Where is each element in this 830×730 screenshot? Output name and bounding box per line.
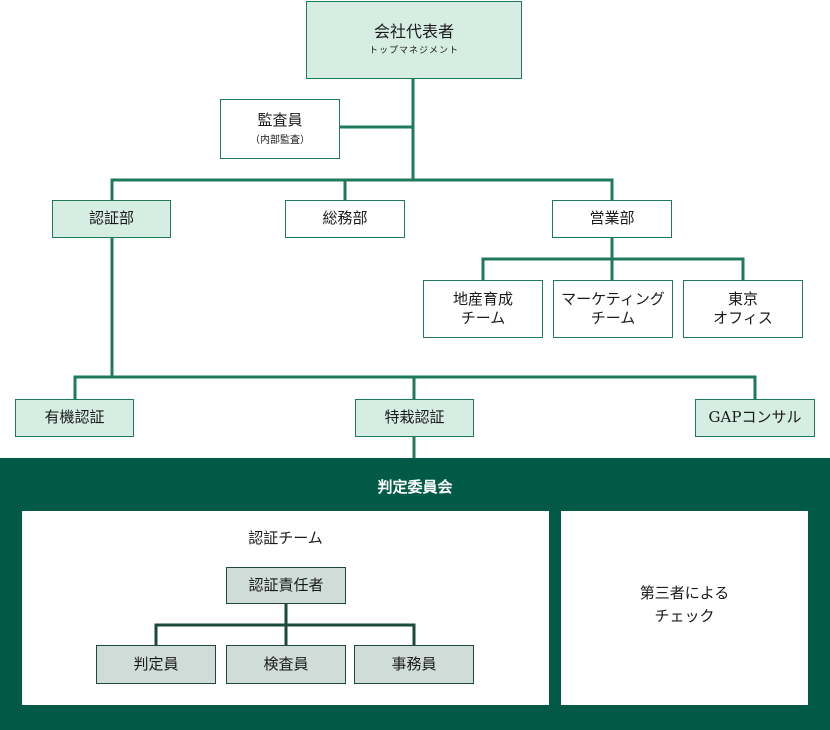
committee-title: 判定委員会 xyxy=(377,478,453,496)
member-inspector: 検査員 xyxy=(226,645,346,684)
unit-special: 特栽認証 xyxy=(355,399,474,437)
team-tokyo-line2: オフィス xyxy=(713,309,773,327)
member-clerk: 事務員 xyxy=(354,645,474,684)
third-party-panel xyxy=(561,511,808,705)
third-party-line2: チェック xyxy=(654,606,715,625)
team-marketing-line2: チーム xyxy=(590,309,636,327)
auditor-title: 監査員 xyxy=(257,111,303,130)
team-local-dev: 地産育成 チーム xyxy=(423,280,543,338)
unit-organic: 有機認証 xyxy=(15,399,134,437)
cert-lead-box: 認証責任者 xyxy=(226,567,346,604)
auditor-box: 監査員 （内部監査） xyxy=(220,99,340,159)
top-management-subtitle: トップマネジメント xyxy=(368,46,459,57)
team-local-dev-line2: チーム xyxy=(460,309,506,327)
unit-gap: GAPコンサル xyxy=(695,399,815,437)
member-judge: 判定員 xyxy=(96,645,216,684)
dept-sales: 営業部 xyxy=(552,200,672,238)
team-marketing-line1: マーケティング xyxy=(561,289,665,308)
team-local-dev-line1: 地産育成 xyxy=(452,289,513,308)
third-party-check: 第三者による チェック xyxy=(561,582,808,627)
top-management-box: 会社代表者 トップマネジメント xyxy=(306,1,522,79)
dept-certification: 認証部 xyxy=(52,200,171,238)
dept-general-affairs: 総務部 xyxy=(285,200,405,238)
third-party-line1: 第三者による xyxy=(639,584,730,602)
auditor-subtitle: （内部監査） xyxy=(250,134,310,146)
team-tokyo-office: 東京 オフィス xyxy=(683,280,803,338)
team-marketing: マーケティング チーム xyxy=(553,280,673,338)
cert-team-label: 認証チーム xyxy=(248,529,323,547)
team-tokyo-line1: 東京 xyxy=(727,289,758,308)
top-management-title: 会社代表者 xyxy=(373,22,454,42)
